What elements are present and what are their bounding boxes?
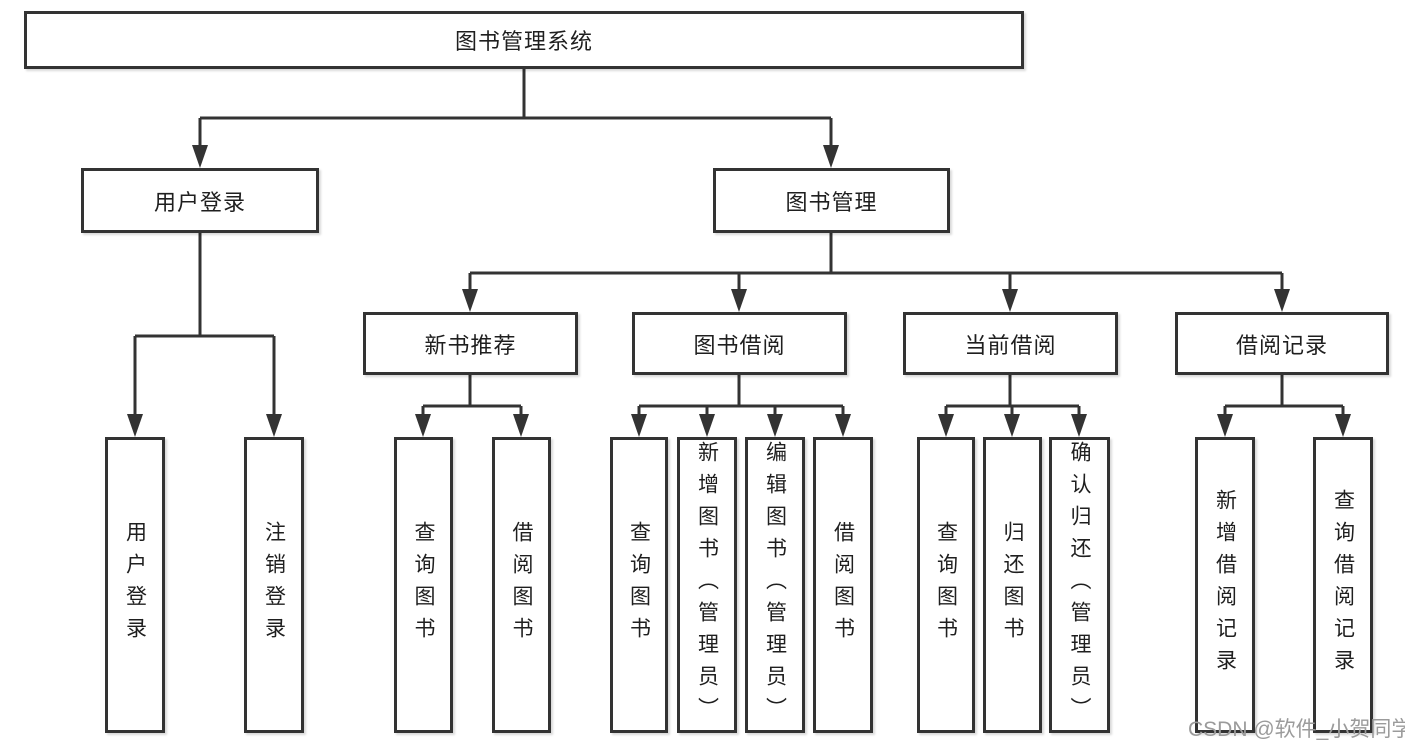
- arrow-down-icon: [835, 414, 851, 437]
- node-book-management-branch: 图书管理: [713, 168, 950, 233]
- node-current-borrowing: 当前借阅: [903, 312, 1118, 375]
- leaf-query-books-borrowing: 查询图书: [610, 437, 668, 733]
- arrow-down-icon: [1217, 414, 1233, 437]
- node-label: 用户登录: [153, 189, 246, 215]
- arrow-down-icon: [823, 145, 839, 168]
- arrow-down-icon: [731, 289, 747, 312]
- arrow-down-icon: [462, 289, 478, 312]
- node-label: 查询图书: [934, 521, 958, 649]
- leaf-add-books-admin: 新增图书（管理员）: [677, 437, 737, 733]
- arrow-down-icon: [1335, 414, 1351, 437]
- node-label: 新书推荐: [424, 332, 517, 358]
- node-borrowing-records: 借阅记录: [1175, 312, 1389, 375]
- arrow-down-icon: [513, 414, 529, 437]
- leaf-query-books-current: 查询图书: [917, 437, 975, 733]
- node-label: 新增借阅记录: [1213, 489, 1237, 681]
- node-label: 查询图书: [412, 521, 435, 649]
- node-label: 借阅图书: [510, 521, 533, 649]
- leaf-borrow-books-borrowing: 借阅图书: [813, 437, 873, 733]
- arrow-down-icon: [1002, 289, 1018, 312]
- node-label: 当前借阅: [964, 332, 1057, 358]
- node-label: 查询借阅记录: [1331, 489, 1355, 681]
- arrow-down-icon: [1004, 414, 1020, 437]
- node-label: 图书借阅: [693, 332, 786, 358]
- node-user-login-branch: 用户登录: [81, 168, 319, 233]
- node-label: 编辑图书（管理员）: [763, 441, 787, 729]
- arrow-down-icon: [631, 414, 647, 437]
- arrow-down-icon: [1274, 289, 1290, 312]
- node-label: 注销登录: [262, 521, 286, 649]
- leaf-add-borrow-record: 新增借阅记录: [1195, 437, 1255, 733]
- arrow-down-icon: [938, 414, 954, 437]
- leaf-borrow-books-recommend: 借阅图书: [492, 437, 551, 733]
- leaf-confirm-return-admin: 确认归还（管理员）: [1049, 437, 1110, 733]
- node-label: 归还图书: [1001, 521, 1024, 649]
- arrow-down-icon: [192, 145, 208, 168]
- leaf-query-books-recommend: 查询图书: [394, 437, 453, 733]
- leaf-return-books: 归还图书: [983, 437, 1042, 733]
- arrow-down-icon: [699, 414, 715, 437]
- csdn-watermark: CSDN @软件_小贺同学: [1188, 718, 1405, 741]
- node-new-book-recommendation: 新书推荐: [363, 312, 578, 375]
- node-label: 新增图书（管理员）: [695, 441, 719, 729]
- node-label: 图书管理系统: [454, 29, 593, 54]
- leaf-logout-login: 注销登录: [244, 437, 304, 733]
- node-label: 借阅记录: [1235, 332, 1328, 358]
- node-book-borrowing: 图书借阅: [632, 312, 847, 375]
- leaf-query-borrow-record: 查询借阅记录: [1313, 437, 1373, 733]
- leaf-user-login: 用户登录: [105, 437, 165, 733]
- arrowhead-markers: [127, 145, 1351, 437]
- node-label: 图书管理: [785, 189, 878, 215]
- node-label: 借阅图书: [831, 521, 855, 649]
- node-library-management-system: 图书管理系统: [24, 11, 1024, 69]
- arrow-down-icon: [127, 414, 143, 437]
- node-label: 确认归还（管理员）: [1068, 441, 1091, 729]
- node-label: 查询图书: [627, 521, 651, 649]
- tree-edges: [133, 69, 1345, 419]
- arrow-down-icon: [415, 414, 431, 437]
- arrow-down-icon: [1071, 414, 1087, 437]
- arrow-down-icon: [767, 414, 783, 437]
- arrow-down-icon: [266, 414, 282, 437]
- node-label: 用户登录: [123, 521, 147, 649]
- leaf-edit-books-admin: 编辑图书（管理员）: [745, 437, 805, 733]
